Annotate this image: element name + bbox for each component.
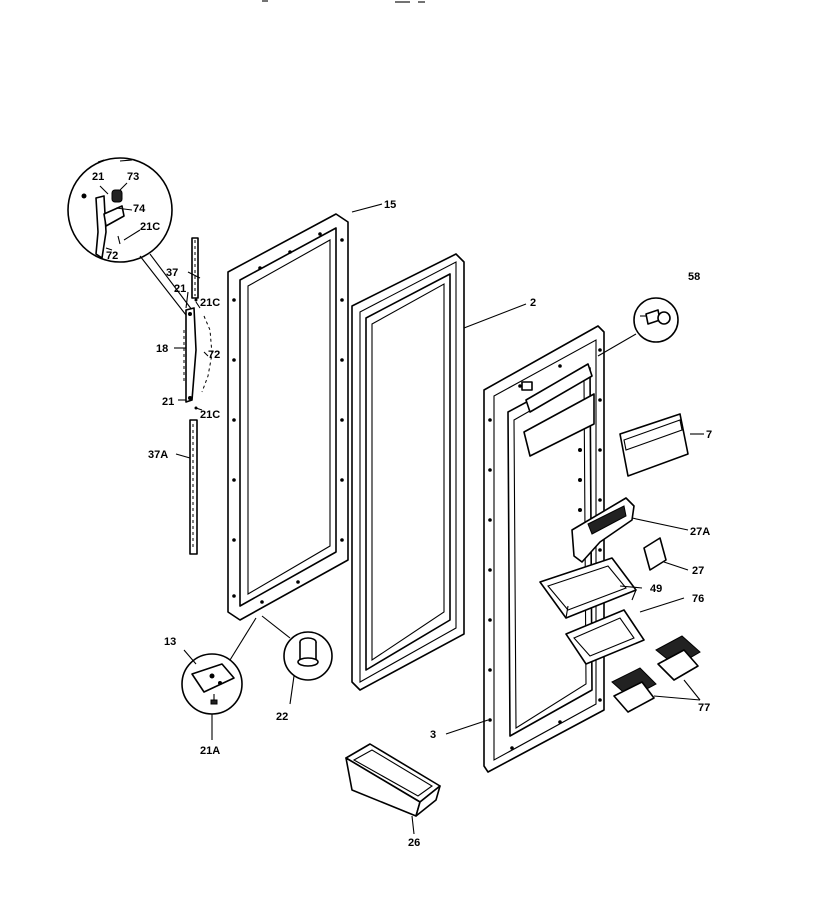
callout-labels: 21 73 74 21C 72 37 21 21C 18 72 21 21C 3…	[92, 171, 712, 849]
bin-26	[345, 743, 441, 817]
callout-76: 76	[692, 593, 704, 605]
top-edge-artifact	[262, 0, 425, 3]
callout-26: 26	[408, 837, 420, 849]
callout-15: 15	[384, 199, 396, 211]
callout-18: 18	[156, 343, 168, 355]
callout-21c-lower: 21C	[200, 409, 220, 421]
callout-73: 73	[127, 171, 139, 183]
callout-3: 3	[430, 729, 436, 741]
callout-21c-upper: 21C	[200, 297, 220, 309]
door-15-holes	[232, 232, 344, 604]
callout-21c-detail: 21C	[140, 221, 160, 233]
screw-detail-58	[597, 297, 679, 357]
bracket-27	[643, 537, 667, 571]
callout-49: 49	[650, 583, 662, 595]
hinge-bar	[185, 307, 197, 403]
callout-74: 74	[133, 203, 146, 215]
door-gasket-2	[351, 253, 465, 691]
callout-37: 37	[166, 267, 178, 279]
callout-58: 58	[688, 271, 700, 283]
callout-2: 2	[530, 297, 536, 309]
callout-77: 77	[698, 702, 710, 714]
hinge-detail-circle	[67, 157, 193, 316]
cover-7	[619, 413, 689, 477]
callout-21-lower: 21	[162, 396, 174, 408]
callout-72: 72	[208, 349, 220, 361]
door-panel-15	[227, 213, 349, 621]
callout-27a: 27A	[690, 526, 710, 538]
callout-21-detail: 21	[92, 171, 104, 183]
callout-72-detail: 72	[106, 250, 118, 262]
callout-13: 13	[164, 636, 176, 648]
door-inner-panel-3	[483, 325, 605, 773]
callout-21a: 21A	[200, 745, 220, 757]
callout-27: 27	[692, 565, 704, 577]
callout-7: 7	[706, 429, 712, 441]
hinge-bracket-detail-13	[181, 617, 257, 715]
callout-37a: 37A	[148, 449, 168, 461]
hinge-assembly	[183, 237, 213, 555]
gasket-strip-upper	[191, 237, 199, 299]
leader-lines	[174, 203, 704, 835]
callout-21-upper: 21	[174, 283, 186, 295]
trays-77	[611, 635, 701, 713]
tray-76	[565, 609, 645, 665]
bushing-detail-22	[261, 615, 333, 681]
tray-49	[539, 557, 637, 619]
callout-22: 22	[276, 711, 288, 723]
dispenser-27a	[571, 497, 635, 563]
